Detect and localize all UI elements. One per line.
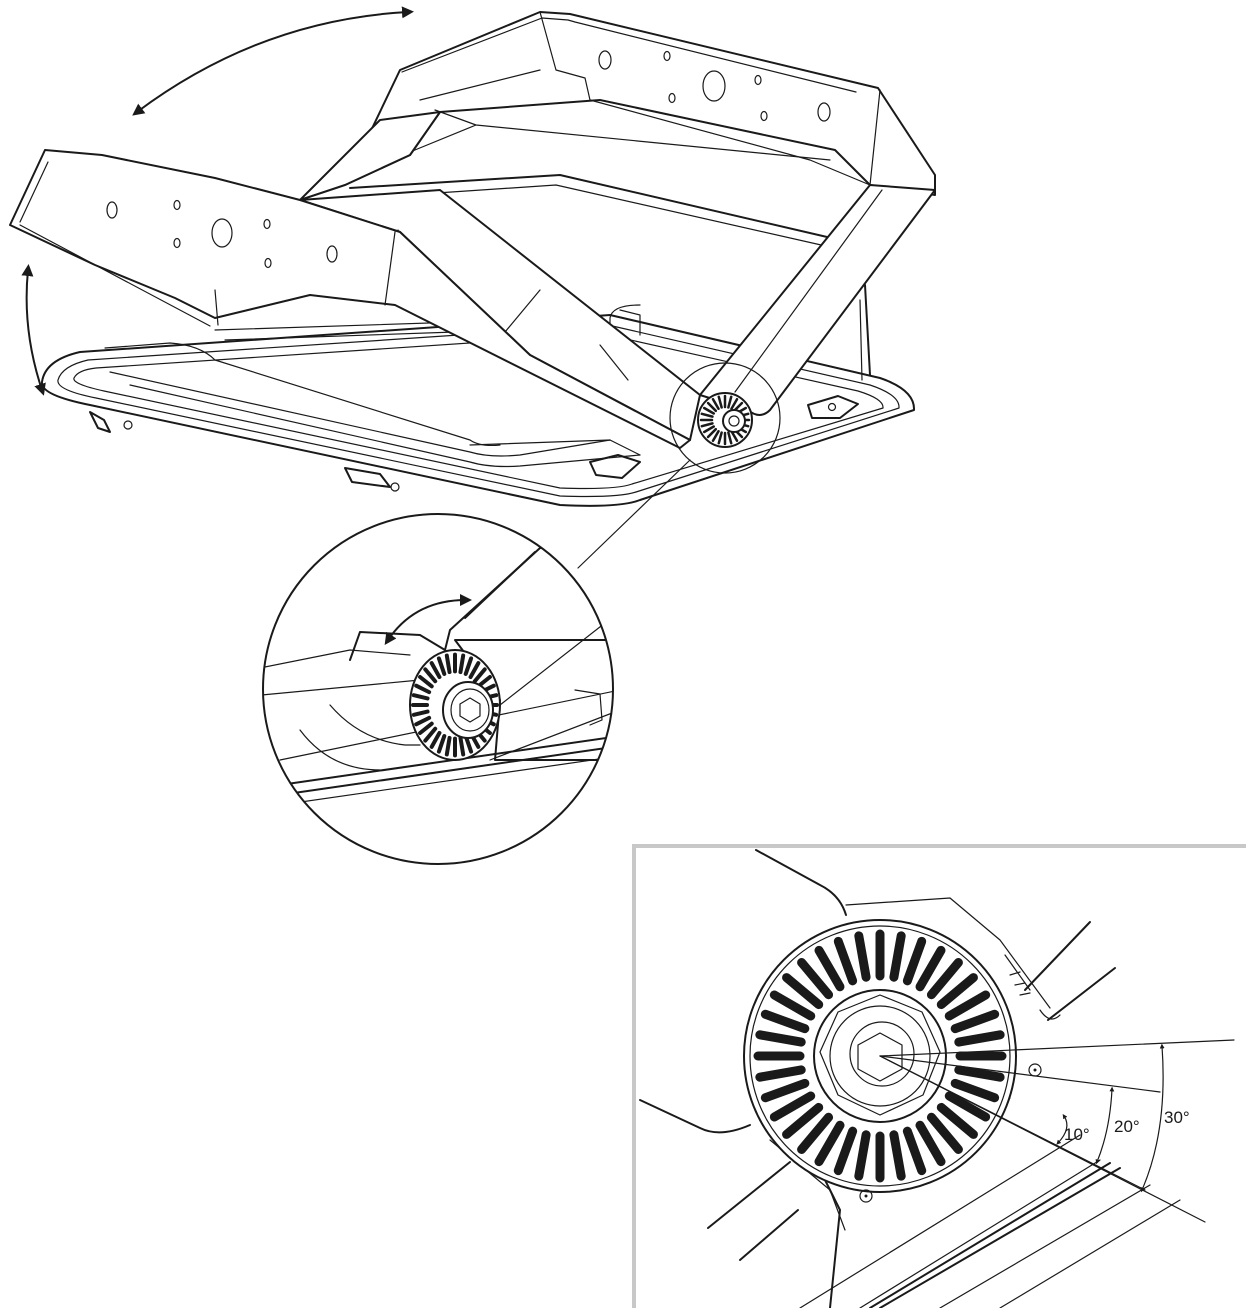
knob-tooth <box>418 674 434 689</box>
knob-tooth <box>436 734 447 754</box>
hinge-knob-small <box>697 392 753 448</box>
knob-tooth <box>463 656 474 676</box>
knob-tooth <box>902 1126 927 1176</box>
knob-tooth <box>423 726 438 743</box>
knob-tooth <box>411 693 430 701</box>
main-assembly-view <box>9 6 936 569</box>
knob-tooth <box>730 397 739 410</box>
knob-tooth <box>429 730 442 749</box>
knob-tooth <box>702 406 715 415</box>
knob-tooth <box>944 990 991 1021</box>
knob-tooth <box>458 735 466 757</box>
knob-tooth <box>954 1030 1005 1047</box>
knob-tooth <box>797 958 834 1000</box>
knob-tooth <box>889 931 906 982</box>
knob-tooth <box>889 1130 906 1181</box>
angle-label-30: 30° <box>1164 1108 1190 1127</box>
angle-arc-10 <box>1056 1114 1068 1145</box>
knob-tooth <box>936 1102 978 1139</box>
knob-tooth <box>711 430 720 443</box>
knob-tooth <box>444 653 452 675</box>
knob-tooth <box>950 1009 1000 1034</box>
knob-tooth <box>915 1120 946 1167</box>
knob-tooth <box>727 395 733 409</box>
knob-tooth <box>711 397 720 410</box>
knob-tooth <box>936 973 978 1010</box>
knob-tooth <box>702 425 715 434</box>
knob-tooth <box>797 1112 834 1154</box>
angle-label-10: 10° <box>1064 1125 1090 1144</box>
knob-tooth <box>418 721 434 736</box>
knob-tooth <box>950 1078 1000 1103</box>
knob-tooth <box>769 1091 816 1122</box>
knob-tooth <box>706 401 718 413</box>
knob-tooth <box>717 395 723 409</box>
knob-tooth <box>414 683 432 695</box>
knob-tooth <box>429 661 442 680</box>
knob-tooth <box>706 427 718 439</box>
angle-arc-30 <box>1140 1043 1165 1193</box>
knob-tooth <box>782 1102 824 1139</box>
knob-tooth <box>755 1030 806 1047</box>
knob-tooth <box>854 1130 871 1181</box>
curved-double-arrow-icon <box>21 264 46 396</box>
zoom-detail-circle <box>262 513 614 865</box>
hinge-arm <box>299 111 936 416</box>
angle-arc-20 <box>1095 1086 1115 1165</box>
knob-tooth <box>472 667 487 684</box>
knob-tooth <box>926 958 963 1000</box>
knob-tooth <box>814 945 845 992</box>
angle-label-20: 20° <box>1114 1117 1140 1136</box>
knob-tooth <box>700 412 714 418</box>
knob-tooth <box>423 667 438 684</box>
knob-tooth <box>944 1091 991 1122</box>
curved-double-arrow-icon <box>132 6 414 116</box>
knob-tooth <box>411 709 430 717</box>
knob-tooth <box>458 653 466 675</box>
knob-tooth <box>760 1078 810 1103</box>
knob-tooth <box>760 1009 810 1034</box>
knob-tooth <box>782 973 824 1010</box>
knob-tooth <box>926 1112 963 1154</box>
knob-tooth <box>468 661 481 680</box>
angle-detail-panel: 10° 20° 30° <box>632 844 1246 1308</box>
zoom-knob <box>409 649 501 761</box>
knob-tooth <box>436 656 447 676</box>
angle-rays <box>879 1039 1235 1223</box>
knob-tooth <box>717 431 723 445</box>
detail-knob <box>743 919 1042 1203</box>
knob-tooth <box>954 1065 1005 1082</box>
detail-frame <box>632 844 1246 1308</box>
knob-tooth <box>444 735 452 757</box>
knob-tooth <box>854 931 871 982</box>
callout-leader <box>577 459 691 569</box>
knob-tooth <box>915 945 946 992</box>
curved-double-arrow-icon <box>384 594 472 645</box>
knob-tooth <box>755 1065 806 1082</box>
front-flap <box>9 149 691 449</box>
knob-tooth <box>727 431 733 445</box>
knob-tooth <box>902 936 927 986</box>
knob-tooth <box>814 1120 845 1167</box>
knob-tooth <box>833 1126 858 1176</box>
callout-circle <box>669 362 781 474</box>
knob-tooth <box>833 936 858 986</box>
knob-tooth <box>414 715 432 727</box>
rear-frame <box>344 11 936 196</box>
knob-tooth <box>700 422 714 428</box>
knob-tooth <box>769 990 816 1021</box>
